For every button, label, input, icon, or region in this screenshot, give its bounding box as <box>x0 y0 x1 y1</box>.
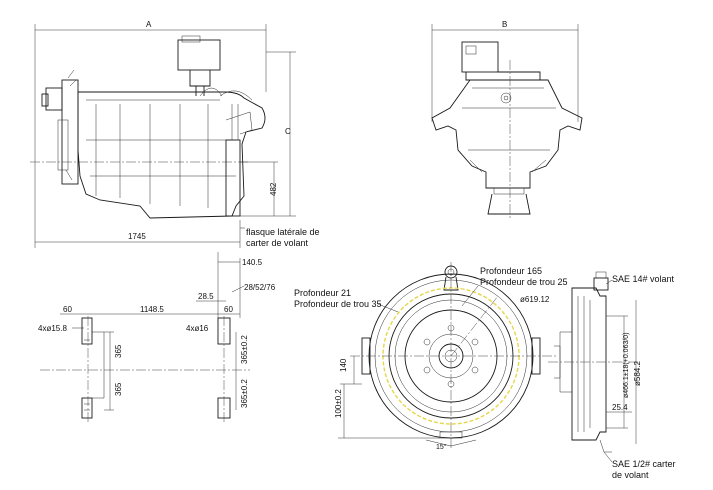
dim-619-12: ø619.12 <box>520 295 550 304</box>
note-sae14: SAE 14# volant <box>612 274 675 284</box>
dim-25-4: 25.4 <box>612 403 628 412</box>
note-prof165: Profondeur 165 <box>480 266 542 276</box>
dim-365-a: 365 <box>114 344 123 358</box>
dim-100-02: 100±0.2 <box>334 389 343 418</box>
note-prof-trou35: Profondeur de trou 35 <box>294 299 382 309</box>
dim-482: 482 <box>269 182 278 196</box>
note-flasque-line2: carter de volant <box>246 238 309 248</box>
front-view: B <box>431 20 583 220</box>
dim-584-2: ø584.2 <box>633 361 642 386</box>
flywheel-housing-view: Profondeur 165 Profondeur de trou 25 Pro… <box>294 262 568 451</box>
dim-15deg: 15° <box>436 443 447 451</box>
flywheel-section-view: SAE 14# volant ø466.1±18(+0.063/0) ø584.… <box>548 271 676 480</box>
dim-60-right: 60 <box>224 305 233 314</box>
dim-140: 140 <box>339 358 348 372</box>
dim-365-02-b: 365±0.2 <box>240 379 249 408</box>
dim-466: ø466.1±18(+0.063/0) <box>623 332 630 398</box>
side-view: A C 482 1745 <box>30 20 320 248</box>
note-prof-trou25: Profondeur de trou 25 <box>480 277 568 287</box>
dim-4x15-8: 4xø15.8 <box>38 324 67 333</box>
note-prof21: Profondeur 21 <box>294 288 351 298</box>
mount-view: 140.5 28.5 28/52/76 60 1148.5 60 4xø15.8… <box>38 252 276 424</box>
dim-60-left: 60 <box>63 305 72 314</box>
dim-1148-5: 1148.5 <box>140 305 164 314</box>
dim-1745: 1745 <box>128 232 146 241</box>
dim-140-5: 140.5 <box>242 258 263 267</box>
dim-4x16: 4xø16 <box>186 324 209 333</box>
note-sae12-line1: SAE 1/2# carter <box>612 459 676 469</box>
note-sae12-line2: de volant <box>612 470 649 480</box>
dim-B: B <box>502 20 507 29</box>
dim-365-02-a: 365±0.2 <box>240 335 249 364</box>
note-flasque-line1: flasque latérale de <box>246 227 320 237</box>
dim-C: C <box>285 127 291 136</box>
dim-28-52-76: 28/52/76 <box>244 283 276 292</box>
dim-365-b: 365 <box>114 382 123 396</box>
dim-28-5: 28.5 <box>198 292 214 301</box>
dim-A: A <box>146 20 152 29</box>
